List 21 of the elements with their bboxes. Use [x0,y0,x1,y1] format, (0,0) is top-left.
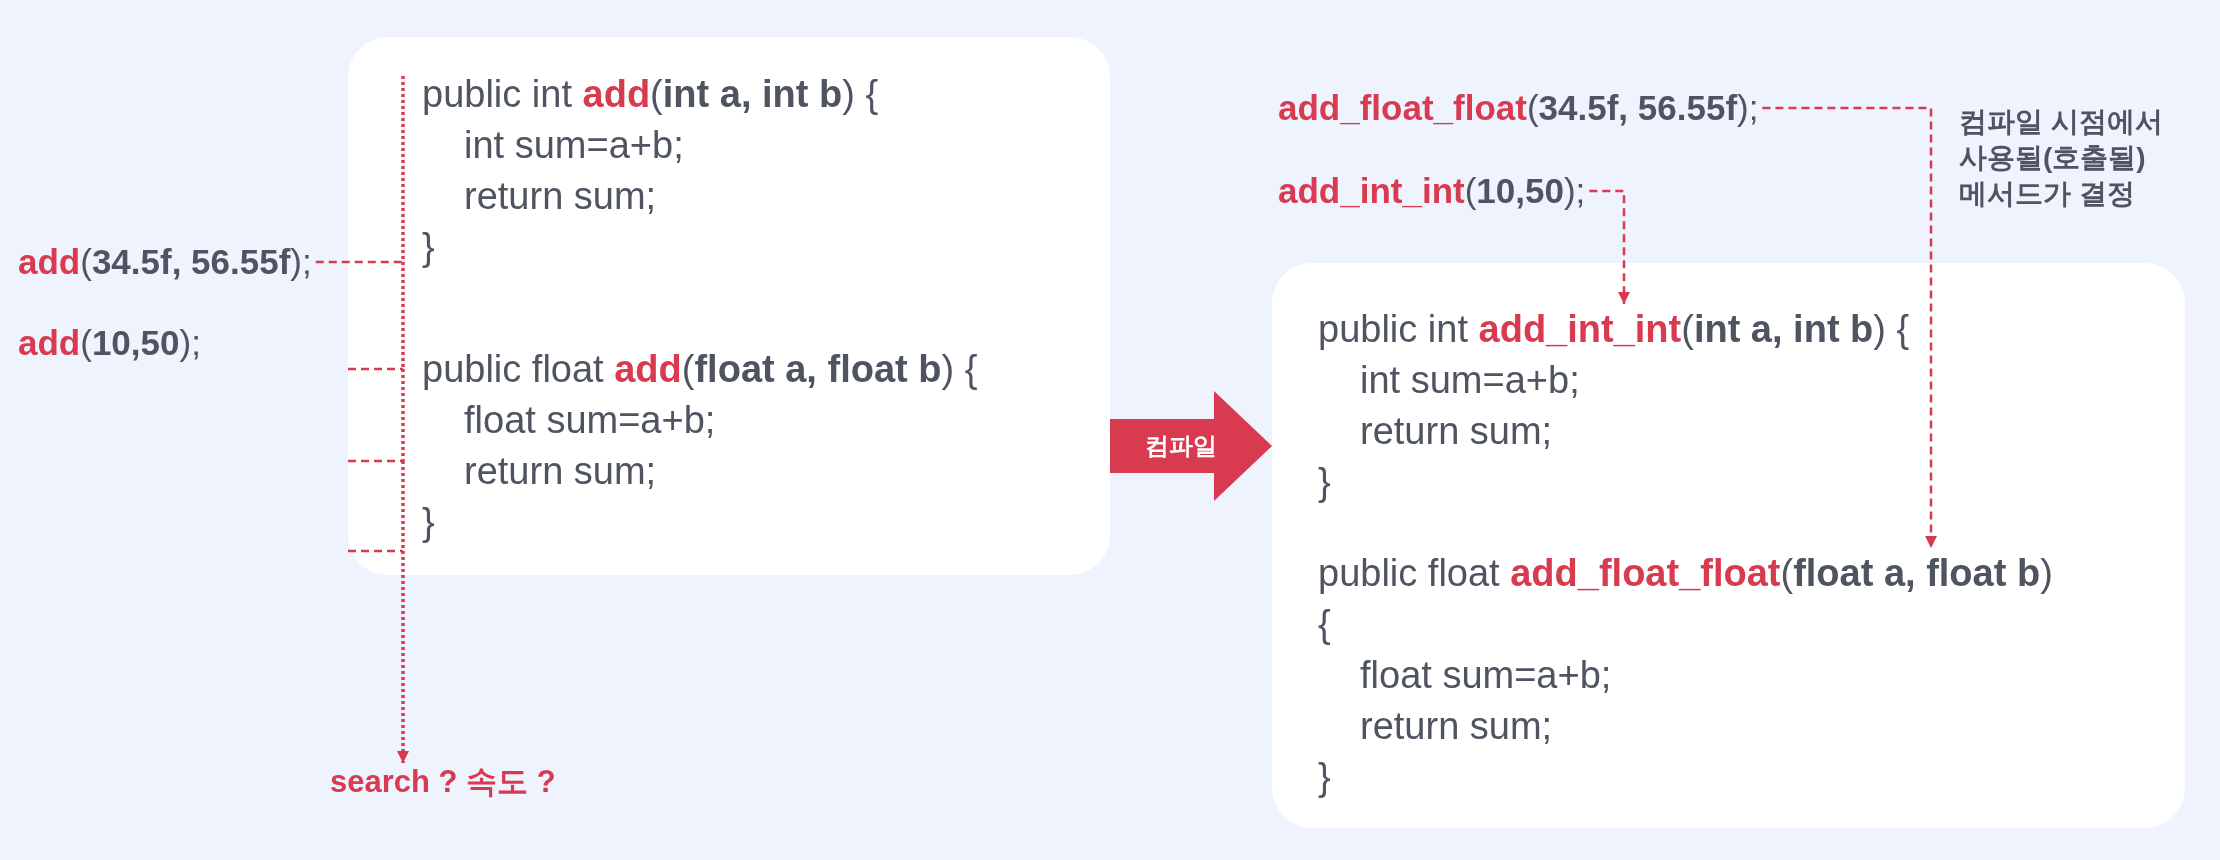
dashed-arrow [1762,106,1937,548]
dashed-arrow [1589,189,1630,304]
edge-label: 컴파일 [1145,431,1217,461]
method-call-text: add(34.5f, 56.55f); [18,241,312,283]
method-call-text: add_int_int(10,50); [1278,170,1586,212]
dotted-line [401,262,405,369]
code-text: public int add(int a, int b) { int sum=a+b; return sum; } [422,69,879,273]
method-call-text: add(10,50); [18,322,201,364]
code-text: public int add_int_int(int a, int b) { int sum=a+b; return sum; } [1318,304,1910,508]
dashed-line [348,549,403,553]
code-panel [1272,263,2185,828]
dotted-line [401,76,405,262]
code-text: public float add_float_float(float a, float b) { float sum=a+b; return sum; } [1318,548,2053,803]
dashed-line [315,260,403,264]
question-text: search ? 속도 ? [330,763,556,801]
note-text: 컴파일 시점에서 사용될(호출될) 메서드가 결정 [1959,105,2164,211]
code-panel [348,37,1110,575]
code-text: public float add(float a, float b) { float sum=a+b; return sum; } [422,344,978,548]
block-arrow [1110,391,1272,501]
dashed-line [348,459,403,463]
method-call-text: add_float_float(34.5f, 56.55f); [1278,87,1759,129]
